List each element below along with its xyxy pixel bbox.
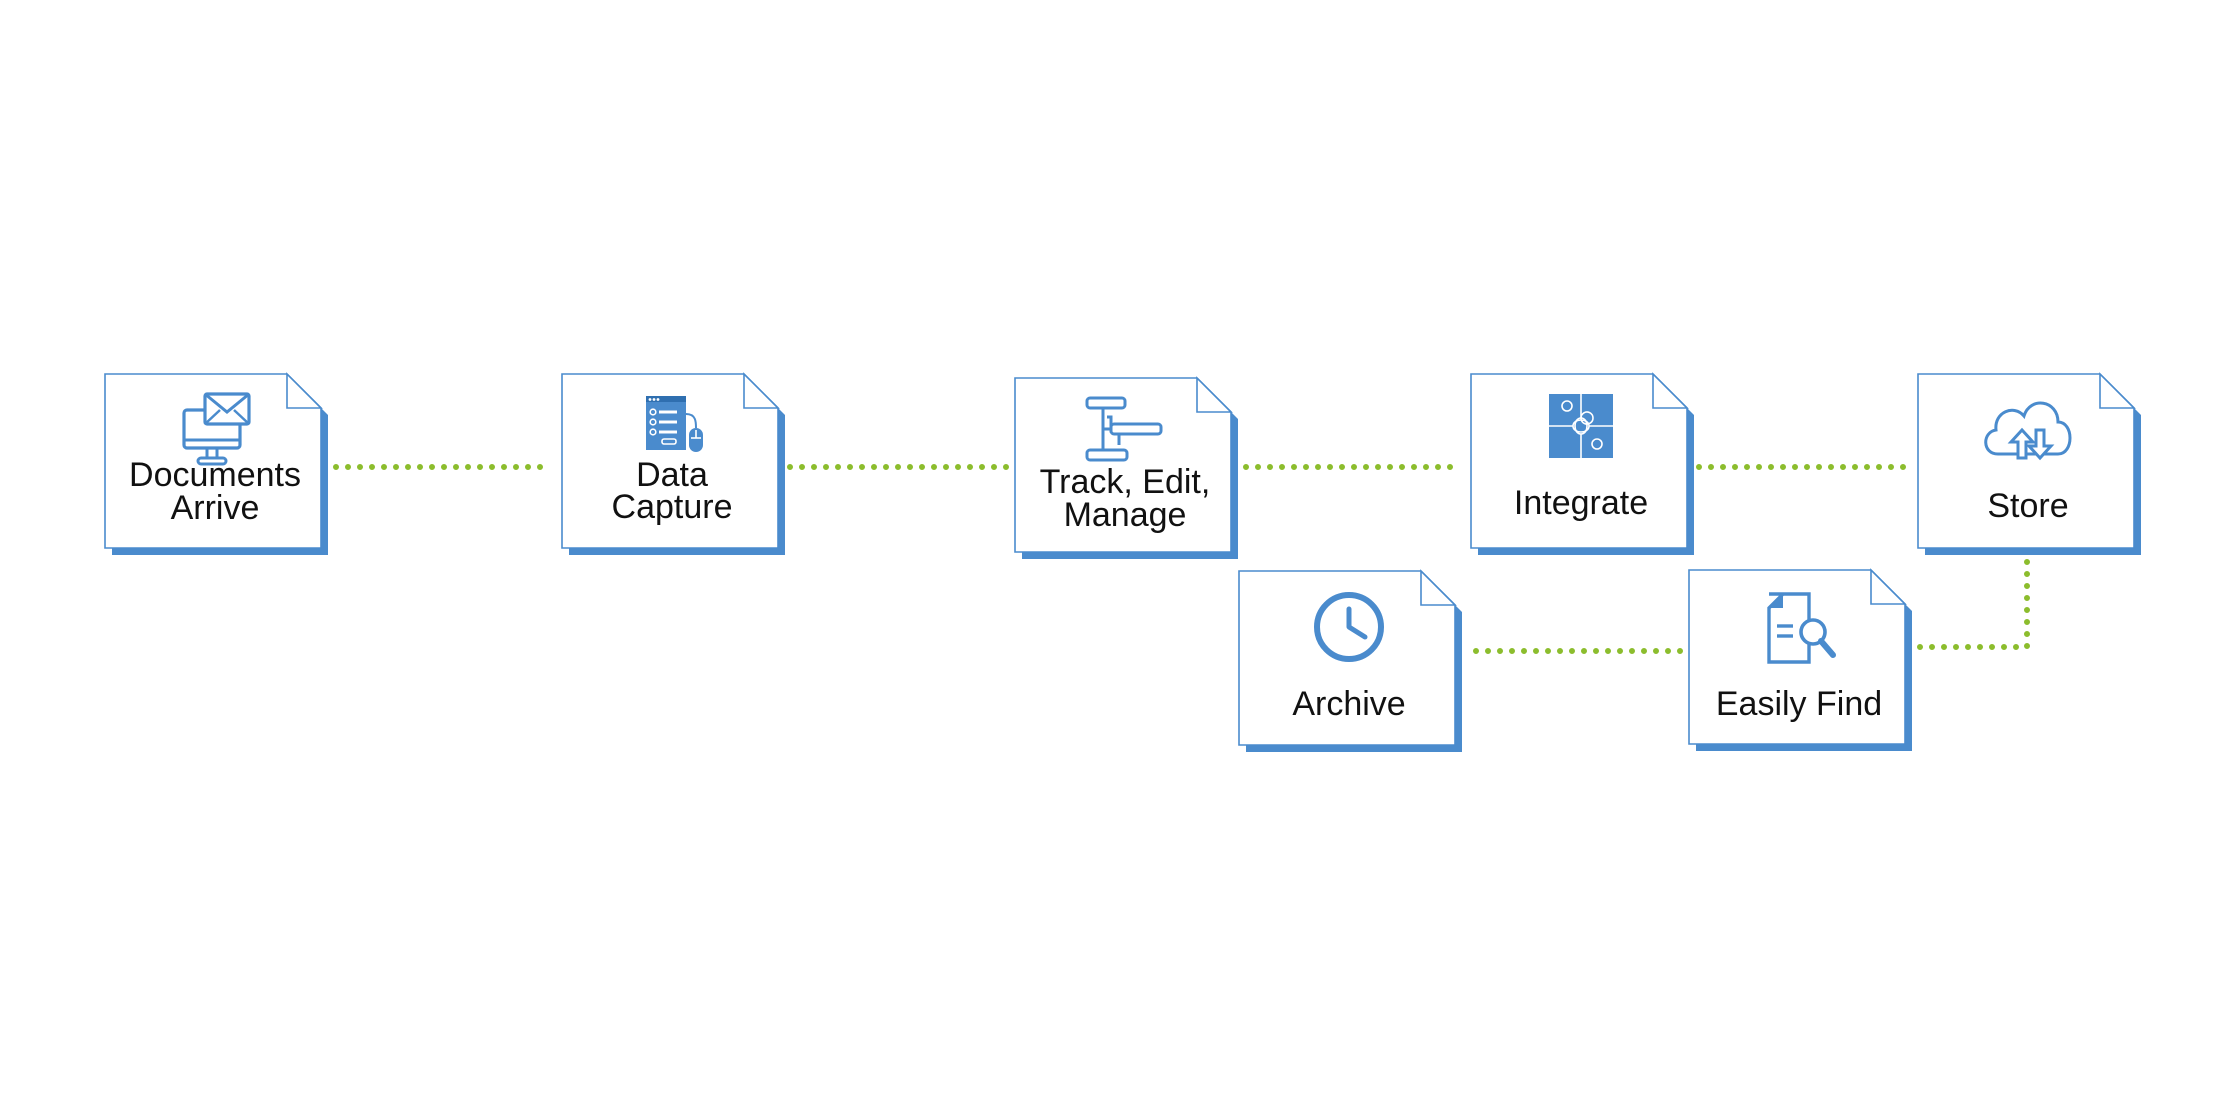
- step-label: Archive: [1292, 685, 1405, 723]
- card-body: [1688, 569, 1906, 745]
- step-label: Track, Edit,: [1040, 463, 1211, 501]
- step-card-easily-find: Easily Find: [1688, 568, 1912, 751]
- step-card-store: Store: [1917, 372, 2141, 555]
- gantt-icon: [1085, 396, 1163, 462]
- card-body: [561, 373, 779, 549]
- step-label: Store: [1987, 487, 2068, 525]
- card-fold-corner: [2099, 372, 2136, 409]
- step-label: Data: [636, 456, 708, 494]
- card-fold-corner: [743, 372, 780, 409]
- card-fold-corner: [1196, 376, 1233, 413]
- step-card-archive: Archive: [1238, 569, 1462, 752]
- card-body: [104, 373, 322, 549]
- card-body: [1917, 373, 2135, 549]
- step-label: Capture: [612, 488, 733, 526]
- card-fold-corner: [1870, 568, 1907, 605]
- step-label: Documents: [129, 456, 301, 494]
- card-fold-corner: [1420, 569, 1457, 606]
- card-fold-corner: [286, 372, 323, 409]
- step-label: Arrive: [171, 489, 260, 527]
- step-label: Integrate: [1514, 484, 1648, 522]
- form-mouse-icon: [646, 396, 703, 452]
- step-card-integrate: Integrate: [1470, 372, 1694, 555]
- card-body: [1014, 377, 1232, 553]
- step-label: Easily Find: [1716, 685, 1882, 723]
- computer-mail-icon: [182, 392, 251, 466]
- step-label: Manage: [1064, 496, 1187, 534]
- card-fold-corner: [1652, 372, 1689, 409]
- card-body: [1470, 373, 1688, 549]
- puzzle-icon: [1549, 394, 1613, 458]
- connector-layer: [333, 464, 2030, 654]
- cloud-sync-icon: [1984, 401, 2072, 461]
- clock-icon: [1314, 592, 1384, 662]
- document-search-icon: [1767, 592, 1836, 664]
- connector-store-to-easily-find: [1912, 559, 2030, 650]
- step-card-track-edit-manage: Track, Edit,Manage: [1014, 376, 1238, 559]
